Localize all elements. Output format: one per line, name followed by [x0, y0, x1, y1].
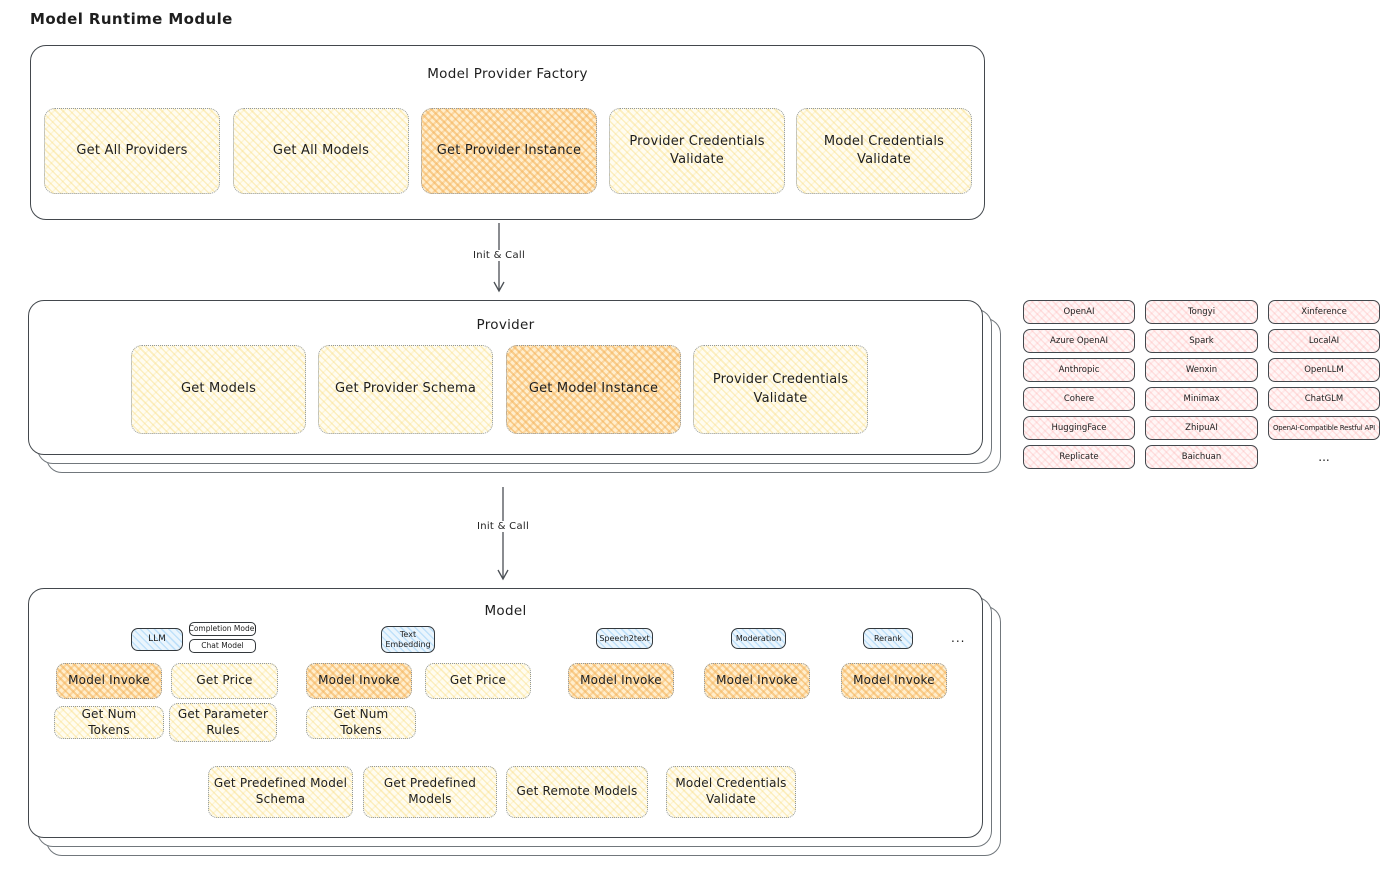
tab-moderation: Moderation — [731, 628, 786, 649]
text-embedding-get-num-tokens: Get Num Tokens — [306, 706, 416, 739]
provider-item-openai: OpenAI — [1023, 300, 1135, 324]
tab-completion-model: Completion Model — [189, 622, 256, 636]
provider-box-get-provider-schema: Get Provider Schema — [318, 345, 493, 434]
provider-box-provider-credentials-validate: Provider Credentials Validate — [693, 345, 868, 434]
provider-box-get-model-instance: Get Model Instance — [506, 345, 681, 434]
speech2text-model-invoke: Model Invoke — [568, 663, 674, 699]
provider-list-ellipsis: ... — [1318, 450, 1330, 464]
provider-box-get-models: Get Models — [131, 345, 306, 434]
provider-container: Provider Get Models Get Provider Schema … — [28, 300, 983, 455]
model-container: Model LLM Completion Model Chat Model Te… — [28, 588, 983, 838]
provider-list-grid: OpenAI Tongyi Xinference Azure OpenAI Sp… — [1023, 300, 1380, 469]
model-get-remote-models: Get Remote Models — [506, 766, 648, 818]
text-embedding-model-invoke: Model Invoke — [306, 663, 412, 699]
provider-item-localai: LocalAI — [1268, 329, 1380, 353]
model-provider-factory-container: Model Provider Factory Get All Providers… — [30, 45, 985, 220]
factory-box-provider-credentials-validate: Provider Credentials Validate — [609, 108, 785, 194]
provider-item-xinference: Xinference — [1268, 300, 1380, 324]
tabs-ellipsis: ... — [951, 631, 966, 645]
factory-box-get-provider-instance: Get Provider Instance — [421, 108, 597, 194]
provider-item-openllm: OpenLLM — [1268, 358, 1380, 382]
arrow1-label: Init & Call — [468, 250, 530, 261]
factory-box-get-all-providers: Get All Providers — [44, 108, 220, 194]
provider-item-azure-openai: Azure OpenAI — [1023, 329, 1135, 353]
arrow-factory-to-provider — [493, 223, 505, 293]
factory-title: Model Provider Factory — [427, 66, 588, 82]
provider-title: Provider — [476, 317, 535, 333]
tab-text-embedding: Text Embedding — [381, 626, 435, 653]
provider-item-tongyi: Tongyi — [1145, 300, 1258, 324]
provider-item-anthropic: Anthropic — [1023, 358, 1135, 382]
factory-box-model-credentials-validate: Model Credentials Validate — [796, 108, 972, 194]
llm-get-parameter-rules: Get Parameter Rules — [169, 703, 277, 742]
arrow-provider-to-model — [497, 487, 509, 581]
provider-item-openai-compatible-restful-api: OpenAI-Compatible Restful API — [1268, 416, 1380, 440]
provider-item-replicate: Replicate — [1023, 445, 1135, 469]
model-get-predefined-model-schema: Get Predefined Model Schema — [208, 766, 353, 818]
tab-speech2text: Speech2text — [596, 628, 653, 649]
provider-item-huggingface: HuggingFace — [1023, 416, 1135, 440]
tab-llm: LLM — [131, 628, 183, 651]
arrow2-label: Init & Call — [472, 521, 534, 532]
model-get-predefined-models: Get Predefined Models — [363, 766, 497, 818]
llm-get-num-tokens: Get Num Tokens — [54, 706, 164, 739]
provider-item-wenxin: Wenxin — [1145, 358, 1258, 382]
page-title: Model Runtime Module — [30, 10, 233, 28]
factory-box-get-all-models: Get All Models — [233, 108, 409, 194]
model-model-credentials-validate: Model Credentials Validate — [666, 766, 796, 818]
llm-get-price: Get Price — [171, 663, 278, 699]
llm-model-invoke: Model Invoke — [56, 663, 162, 699]
moderation-model-invoke: Model Invoke — [704, 663, 810, 699]
tab-rerank: Rerank — [863, 628, 913, 649]
provider-item-minimax: Minimax — [1145, 387, 1258, 411]
provider-item-zhipuai: ZhipuAI — [1145, 416, 1258, 440]
text-embedding-get-price: Get Price — [425, 663, 531, 699]
provider-item-spark: Spark — [1145, 329, 1258, 353]
rerank-model-invoke: Model Invoke — [841, 663, 947, 699]
provider-item-baichuan: Baichuan — [1145, 445, 1258, 469]
provider-item-cohere: Cohere — [1023, 387, 1135, 411]
model-title: Model — [484, 603, 527, 619]
tab-chat-model: Chat Model — [189, 639, 256, 653]
provider-item-chatglm: ChatGLM — [1268, 387, 1380, 411]
